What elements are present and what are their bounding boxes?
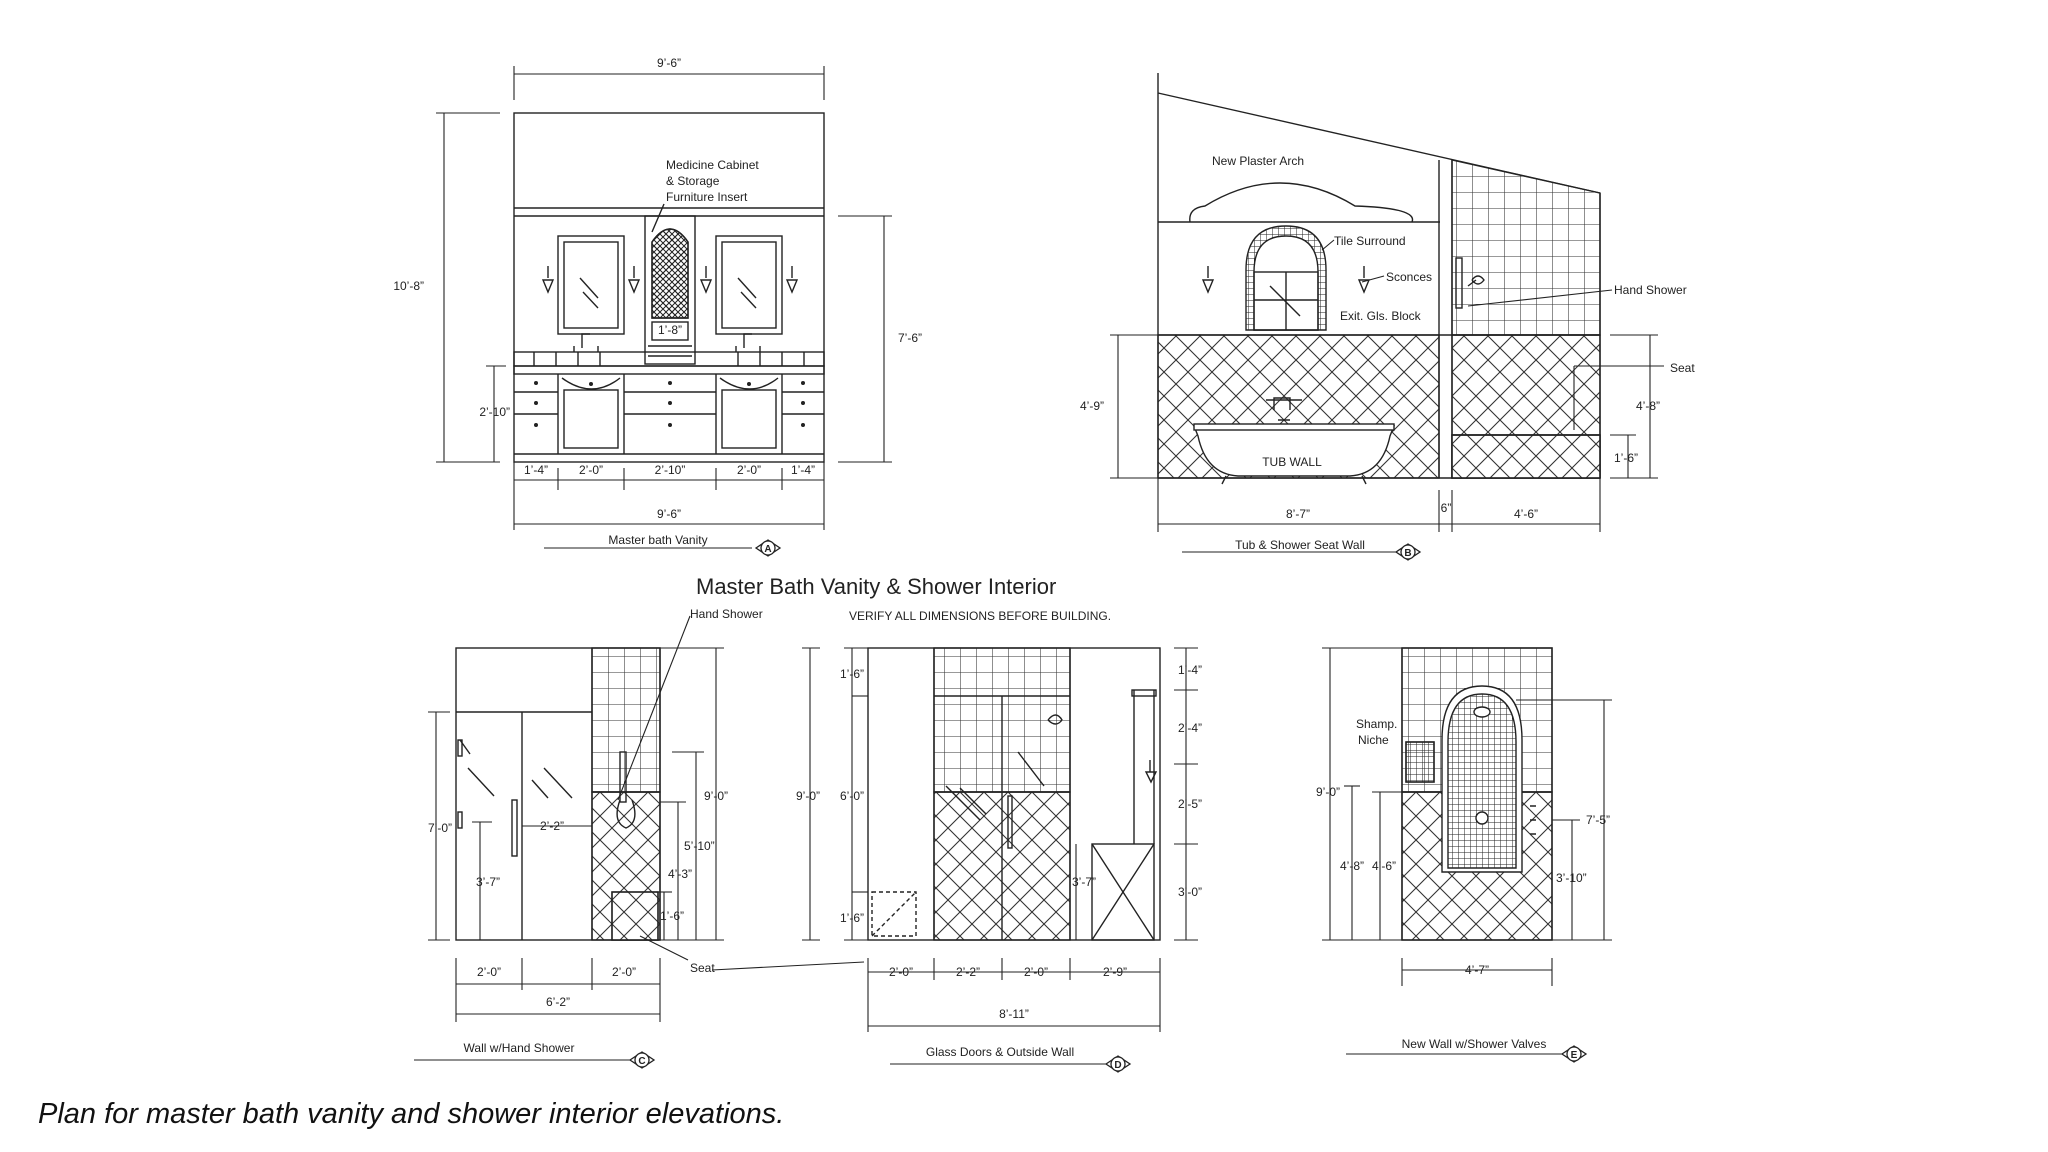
label-tile-surround: Tile Surround — [1334, 234, 1406, 248]
dim-a-s2: 2’-0” — [579, 463, 603, 477]
dim-a-upper: 7’-6” — [898, 331, 922, 345]
dim-d-total: 8’-11” — [999, 1007, 1029, 1021]
dim-b-b1: 8’-7” — [1286, 507, 1310, 521]
dim-d-b3: 2’-0” — [1024, 965, 1048, 979]
dim-a-insert: 1’-8” — [658, 323, 682, 337]
dim-d-r4: 3’-0” — [1178, 885, 1202, 899]
dim-d-l-top: 1’-6” — [840, 667, 864, 681]
view-e-marker: E — [1571, 1050, 1578, 1061]
dim-c-d2: 4’-3” — [668, 867, 692, 881]
dim-d-l-bot: 1’-6” — [840, 911, 864, 925]
dim-d-r1: 1’-4” — [1178, 663, 1202, 677]
dim-a-s3: 2’-10” — [655, 463, 686, 477]
dim-e-d2: 4’-6” — [1372, 859, 1396, 873]
label-medicine-cabinet-2: & Storage — [666, 174, 720, 188]
label-niche-2: Niche — [1358, 733, 1389, 747]
vanity-elevation — [513, 112, 825, 463]
dim-d-b1: 2’-0” — [889, 965, 913, 979]
dim-e-r1: 7’-5” — [1586, 813, 1610, 827]
dim-d-b4: 2’-9” — [1103, 965, 1127, 979]
view-d-title: Glass Doors & Outside Wall — [926, 1045, 1074, 1059]
dimension-lines — [414, 66, 1664, 1065]
label-sconces: Sconces — [1386, 270, 1432, 284]
dim-c-mid: 2’-2” — [540, 819, 564, 833]
label-medicine-cabinet-1: Medicine Cabinet — [666, 158, 759, 172]
dim-a-counter: 2’-10” — [479, 405, 510, 419]
dim-c-door: 7’-0” — [428, 821, 452, 835]
dim-c-d3: 1’-6” — [660, 909, 684, 923]
label-seat-b: Seat — [1670, 361, 1695, 375]
view-a-title: Master bath Vanity — [608, 533, 707, 547]
dim-a-s5: 1’-4” — [791, 463, 815, 477]
dim-c-d1: 5’-10” — [684, 839, 715, 853]
dim-e-r2: 3’-10” — [1556, 871, 1587, 885]
dim-a-top: 9’-6” — [657, 56, 681, 70]
view-a-marker: A — [764, 544, 771, 555]
dim-c-b2: 2’-0” — [612, 965, 636, 979]
dim-c-full: 9’-0” — [704, 789, 728, 803]
shower-valve-wall-elevation — [1401, 647, 1553, 941]
sheet-note: VERIFY ALL DIMENSIONS BEFORE BUILDING. — [849, 609, 1111, 623]
dim-d-inner: 3’-7” — [1072, 875, 1096, 889]
dim-c-handle: 3’-7” — [476, 875, 500, 889]
tub-wall-elevation — [1157, 73, 1601, 485]
dim-a-bottom: 9’-6” — [657, 507, 681, 521]
dim-c-b1: 2’-0” — [477, 965, 501, 979]
label-niche-1: Shamp. — [1356, 717, 1397, 731]
dim-e-d1: 4’-8” — [1340, 859, 1364, 873]
dim-d-l-full: 9’-0” — [796, 789, 820, 803]
sheet-title: Master Bath Vanity & Shower Interior — [696, 574, 1056, 599]
label-medicine-cabinet-3: Furniture Insert — [666, 190, 748, 204]
view-b-marker: B — [1404, 548, 1411, 559]
dim-e-bottom: 4’-7” — [1465, 963, 1489, 977]
dim-a-height: 10’-8” — [393, 279, 424, 293]
dim-a-s1: 1’-4” — [524, 463, 548, 477]
figure-caption: Plan for master bath vanity and shower i… — [38, 1098, 785, 1130]
label-hand-shower-b: Hand Shower — [1614, 283, 1687, 297]
view-b-title: Tub & Shower Seat Wall — [1235, 538, 1365, 552]
view-e-title: New Wall w/Shower Valves — [1402, 1037, 1547, 1051]
view-c-marker: C — [638, 1056, 645, 1067]
dim-b-b2: 6” — [1441, 501, 1452, 515]
label-hand-shower-c: Hand Shower — [690, 607, 763, 621]
hand-shower-wall-elevation — [455, 647, 661, 941]
dim-b-right: 4’-8” — [1636, 399, 1660, 413]
label-seat-c: Seat — [690, 961, 715, 975]
dim-c-total: 6’-2” — [546, 995, 570, 1009]
label-plaster-arch: New Plaster Arch — [1212, 154, 1304, 168]
dim-e-full: 9’-0” — [1316, 785, 1340, 799]
dim-b-seat: 1’-6” — [1614, 451, 1638, 465]
dim-b-left: 4’-9” — [1080, 399, 1104, 413]
dim-d-r3: 2’-5” — [1178, 797, 1202, 811]
dim-d-r2: 2’-4” — [1178, 721, 1202, 735]
dim-b-b3: 4’-6” — [1514, 507, 1538, 521]
label-glass-block: Exit. Gls. Block — [1340, 309, 1422, 323]
dim-d-b2: 2’-2” — [956, 965, 980, 979]
dim-a-s4: 2’-0” — [737, 463, 761, 477]
view-c-title: Wall w/Hand Shower — [464, 1041, 575, 1055]
view-d-marker: D — [1114, 1060, 1121, 1071]
label-tub-wall: TUB WALL — [1262, 455, 1322, 469]
dim-d-l-mid: 6’-0” — [840, 789, 864, 803]
glass-doors-elevation — [867, 647, 1161, 941]
